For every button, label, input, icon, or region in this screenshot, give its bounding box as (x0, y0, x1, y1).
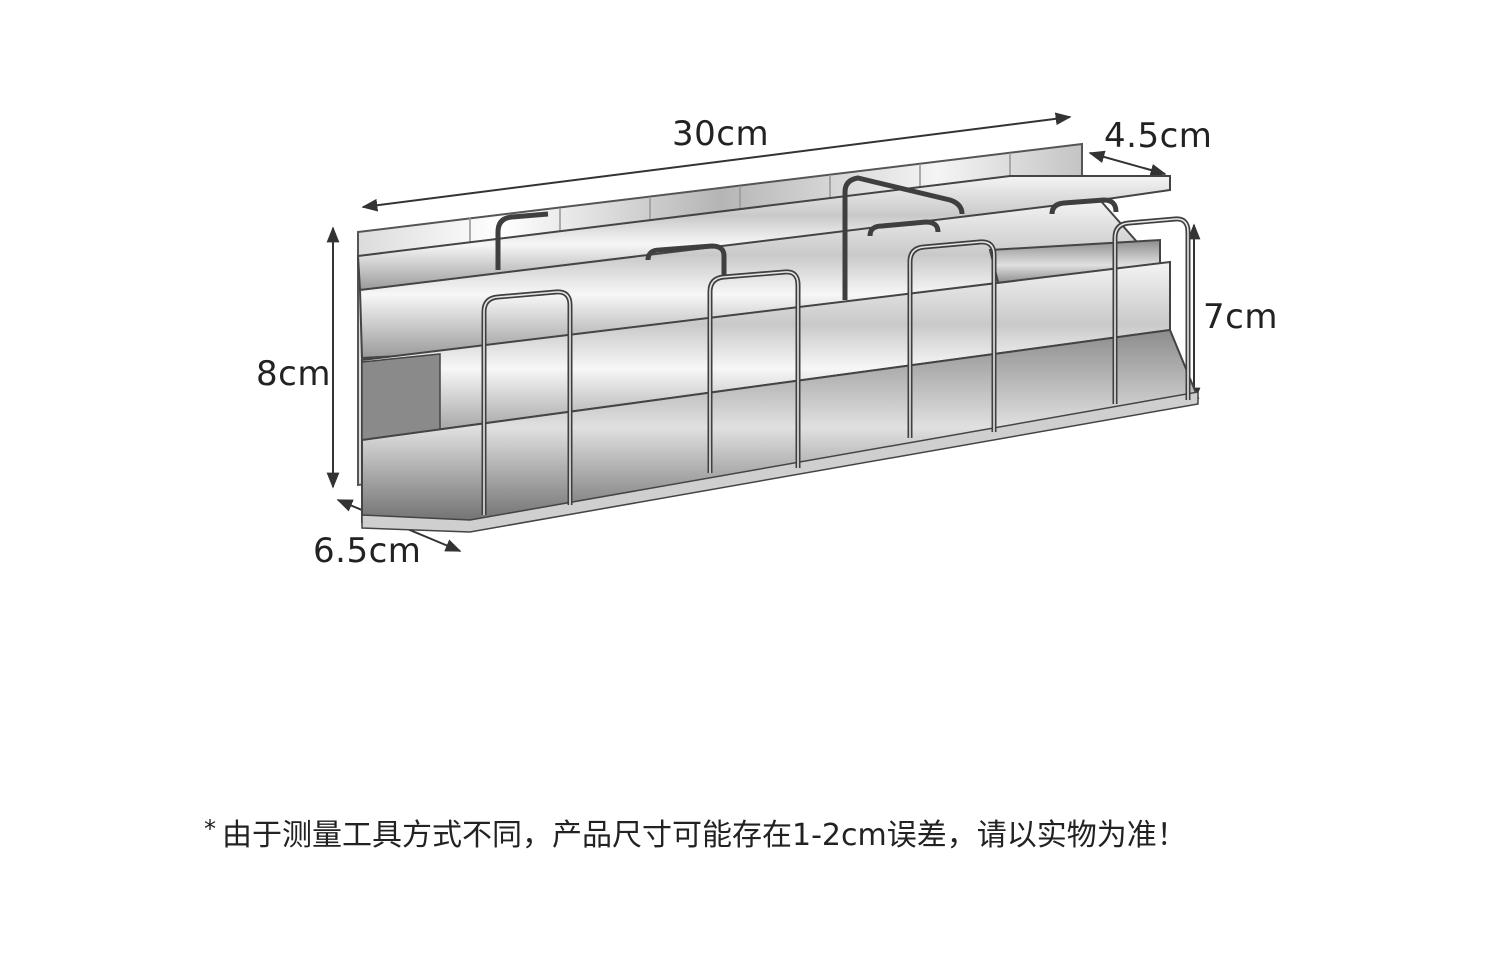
footnote-text: 由于测量工具方式不同，产品尺寸可能存在1-2cm误差，请以实物为准！ (222, 818, 1187, 853)
width-label: 30cm (672, 114, 770, 154)
inner-height-label: 7cm (1203, 297, 1278, 337)
depth-label: 4.5cm (1104, 116, 1213, 156)
base-depth-label: 6.5cm (313, 531, 422, 571)
bottom-tray-lip (361, 391, 1199, 533)
width-dimension-line (361, 112, 1072, 212)
measurement-disclaimer: *由于测量工具方式不同，产品尺寸可能存在1-2cm误差，请以实物为准！ (204, 810, 1187, 854)
height-label: 8cm (256, 354, 331, 394)
depth-dimension-line (1088, 150, 1167, 177)
footnote-marker: * (204, 815, 216, 843)
shelf-rack-illustration (356, 142, 1200, 533)
mesh-panel (361, 353, 441, 441)
